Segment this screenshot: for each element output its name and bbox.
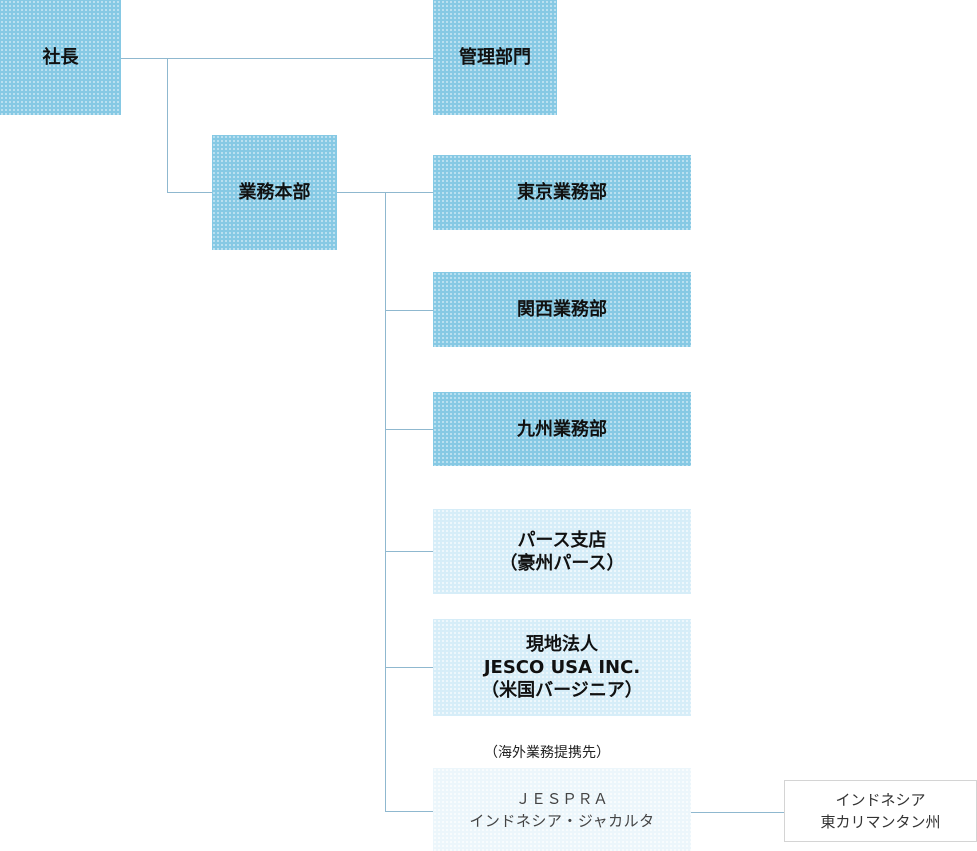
kansai-box: 関西業務部	[433, 272, 691, 347]
usa-label: 現地法人 JESCO USA INC. （米国バージニア）	[481, 634, 643, 701]
connector-kyushu	[385, 429, 433, 430]
overseas-partner-note: （海外業務提携先）	[484, 745, 610, 761]
connector-kansai	[385, 310, 433, 311]
kansai-label: 関西業務部	[517, 299, 607, 320]
connector-president-trunk	[167, 58, 168, 193]
usa-box: 現地法人 JESCO USA INC. （米国バージニア）	[433, 619, 691, 716]
admin-dept-label: 管理部門	[459, 47, 531, 68]
tokyo-box: 東京業務部	[433, 155, 691, 230]
business-hq-box: 業務本部	[212, 135, 337, 250]
connector-trunk-hq	[167, 192, 212, 193]
jespra-label: ＪＥＳＰＲＡ インドネシア・ジャカルタ	[469, 789, 655, 830]
president-box: 社長	[0, 0, 121, 115]
connector-hq-trunk	[385, 192, 386, 811]
kalimantan-box: インドネシア 東カリマンタン州	[784, 780, 977, 842]
jespra-box: ＪＥＳＰＲＡ インドネシア・ジャカルタ	[433, 768, 691, 851]
admin-dept-box: 管理部門	[433, 0, 557, 115]
connector-jespra-kalimantan	[691, 812, 784, 813]
president-label: 社長	[42, 47, 79, 68]
connector-president-admin	[121, 58, 433, 59]
connector-jespra	[385, 811, 433, 812]
kalimantan-label: インドネシア 東カリマンタン州	[820, 791, 941, 831]
connector-usa	[385, 667, 433, 668]
connector-perth	[385, 551, 433, 552]
kyushu-box: 九州業務部	[433, 392, 691, 466]
perth-label: パース支店 （豪州パース）	[499, 529, 625, 574]
kyushu-label: 九州業務部	[517, 418, 607, 440]
business-hq-label: 業務本部	[238, 182, 311, 203]
perth-box: パース支店 （豪州パース）	[433, 509, 691, 594]
tokyo-label: 東京業務部	[517, 182, 607, 203]
